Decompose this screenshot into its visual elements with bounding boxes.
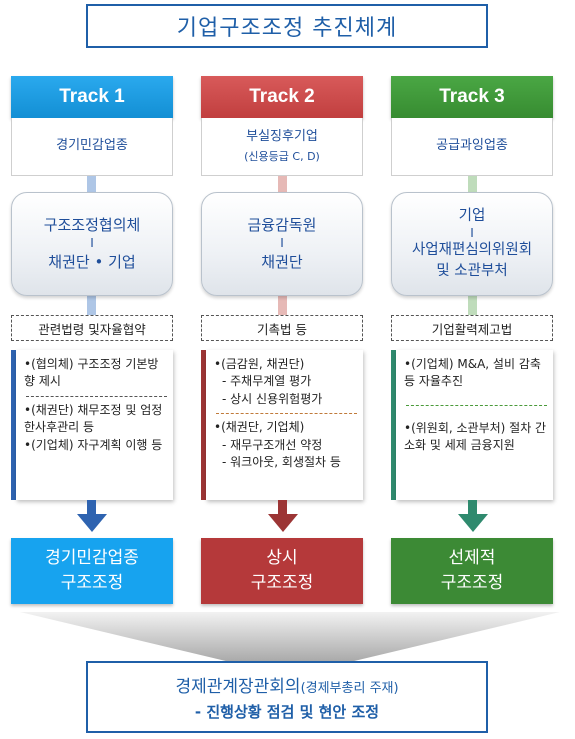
funnel-arrow-icon (20, 612, 560, 662)
track1-arrow-shaft (87, 500, 96, 516)
track2-content-bar (201, 350, 206, 500)
track3-divider (406, 404, 547, 406)
track2-result-box: 상시 구조조정 (201, 538, 363, 604)
track1-actor-line1: 구조조정협의체 (43, 216, 141, 235)
track3-law-label: 기업활력제고법 (391, 315, 553, 341)
track3-result-line2: 구조조정 (440, 573, 504, 593)
track2-item: - 워크아웃, 회생절차 등 (222, 454, 341, 469)
track1-item: •(협의체) 구조조정 기본방향 제시 (24, 357, 159, 389)
track1-law-label: 관련법령 및자율협약 (11, 315, 173, 341)
track2-item: - 재무구조개선 약정 (222, 437, 323, 452)
track3-result-box: 선제적 구조조정 (391, 538, 553, 604)
track3-connector-mid (468, 296, 477, 316)
track2-header: Track 2 (201, 76, 363, 118)
track2-down-arrow-icon (268, 514, 298, 532)
track1-divider (26, 395, 167, 397)
track2-result-line1: 상시 (266, 547, 298, 568)
meeting-title: 경제관계장관회의 (175, 677, 301, 697)
track1-connector-mid (87, 296, 96, 316)
track1-item: •(기업체) 자구계획 이행 등 (24, 437, 163, 452)
track3-header: Track 3 (391, 76, 553, 118)
track2-result-line2: 구조조정 (250, 573, 314, 593)
meeting-role: - 진행상황 점검 및 현안 조정 (194, 703, 380, 721)
diagram-title: 기업구조조정 추진체계 (86, 4, 488, 48)
track3-actor-line3: 및 소관부처 (436, 263, 508, 280)
track2-sub1: 부실징후기업 (246, 129, 318, 145)
track2-item: - 주채무계열 평가 (222, 374, 312, 389)
track3-result-line1: 선제적 (448, 547, 496, 568)
meeting-title-line: 경제관계장관회의(경제부총리 주재) (175, 672, 398, 697)
track3-connector-top (468, 176, 477, 194)
track1-content-box: •(협의체) 구조조정 기본방향 제시 •(채권단) 채무조정 및 엄정한사후관… (16, 350, 173, 500)
track1-sub1: 경기민감업종 (56, 138, 128, 154)
track2-connector-mid (278, 296, 287, 316)
track1-down-arrow-icon (77, 514, 107, 532)
track1-subheader: 경기민감업종 (11, 118, 173, 176)
track3-arrow-shaft (468, 500, 477, 516)
track2-sub2: (신용등급 C, D) (244, 150, 320, 164)
track2-connector-top (278, 176, 287, 194)
track1-result-box: 경기민감업종 구조조정 (11, 538, 173, 604)
track2-item: - 상시 신용위험평가 (222, 391, 323, 406)
track2-arrow-shaft (278, 500, 287, 516)
track2-content-box: •(금감원, 채권단) - 주채무계열 평가 - 상시 신용위험평가 •(채권단… (206, 350, 363, 500)
track2-item: •(채권단, 기업체) (214, 420, 305, 435)
track1-connector-top (87, 176, 96, 194)
track3-subheader: 공급과잉업종 (391, 118, 553, 176)
track3-content-box: •(기업체) M&A, 설비 감축 등 자율추진 •(위원회, 소관부처) 절차… (396, 350, 553, 500)
track1-result-line2: 구조조정 (60, 573, 124, 593)
track2-law-label: 기촉법 등 (201, 315, 363, 341)
track1-actor-box: 구조조정협의체 I 채권단 • 기업 (11, 192, 173, 296)
track3-actor-separator: I (470, 225, 474, 240)
track3-content-bar (391, 350, 396, 500)
track3-actor-line1: 기업 (458, 207, 486, 224)
track3-actor-line2: 사업재편심의위원회 (411, 242, 533, 259)
track3-down-arrow-icon (458, 514, 488, 532)
track3-item: •(위원회, 소관부처) 절차 간소화 및 세제 금융지원 (404, 420, 547, 453)
track2-actor-line1: 금융감독원 (247, 216, 317, 235)
track1-content-bar (11, 350, 16, 500)
track3-actor-box: 기업 I 사업재편심의위원회 및 소관부처 (391, 192, 553, 296)
meeting-chair: (경제부총리 주재) (300, 681, 399, 696)
track1-item: •(채권단) 채무조정 및 엄정한사후관리 등 (24, 402, 163, 435)
track1-actor-separator: I (90, 236, 94, 251)
track2-actor-line2: 채권단 (261, 252, 303, 271)
track3-sub1: 공급과잉업종 (436, 138, 508, 154)
track1-actor-line2: 채권단 • 기업 (48, 252, 136, 271)
track2-actor-box: 금융감독원 I 채권단 (201, 192, 363, 296)
meeting-box: 경제관계장관회의(경제부총리 주재) - 진행상황 점검 및 현안 조정 (86, 661, 488, 733)
track1-result-line1: 경기민감업종 (45, 547, 139, 568)
track2-subheader: 부실징후기업 (신용등급 C, D) (201, 118, 363, 176)
track1-header: Track 1 (11, 76, 173, 118)
track2-item: •(금감원, 채권단) (214, 357, 305, 371)
track2-divider (216, 413, 357, 415)
track3-item: •(기업체) M&A, 설비 감축 등 자율추진 (404, 357, 541, 389)
track2-actor-separator: I (280, 236, 284, 251)
